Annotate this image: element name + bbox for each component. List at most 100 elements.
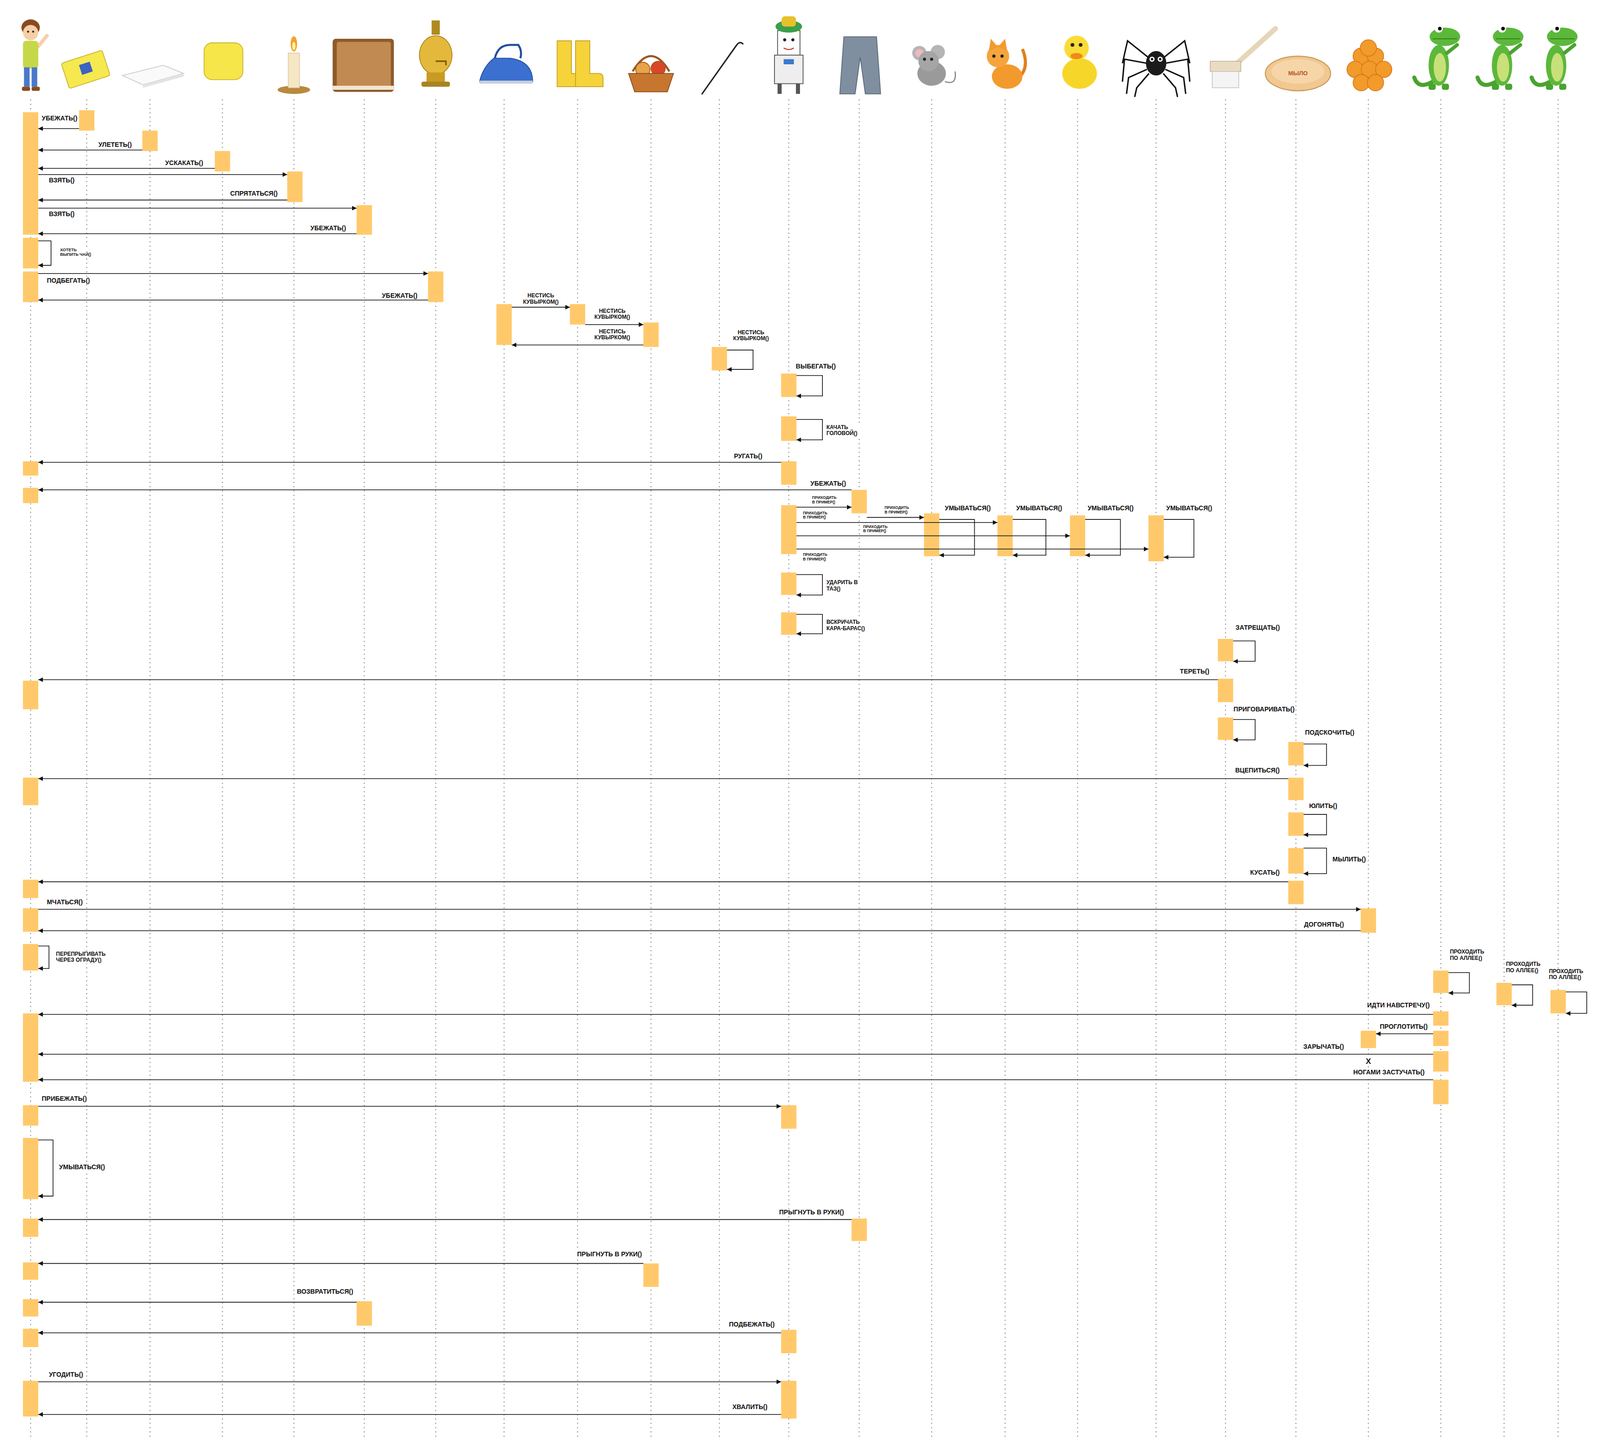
lifeline: [1440, 99, 1442, 1439]
message-label: УДАРИТЬ В ТАЗ(): [825, 579, 867, 593]
shape: [1062, 58, 1097, 89]
shape: [1555, 26, 1559, 31]
spider-icon: [1122, 41, 1190, 98]
shape: [1564, 44, 1575, 53]
lifeline: [930, 99, 932, 1439]
self-call-arrow: [796, 375, 823, 397]
activation-bar: [22, 879, 39, 899]
message-label: НОГАМИ ЗАСТУЧАТЬ(): [1352, 1069, 1426, 1077]
shape: [22, 25, 39, 41]
activation-bar: [1433, 1011, 1449, 1026]
iron-icon: [479, 44, 533, 84]
shape: [1210, 61, 1241, 72]
activation-bar: [22, 1299, 39, 1317]
self-call-arrow: [939, 519, 975, 556]
message-label: ПРОХОДИТЬ ПО АЛЛЕЕ(): [1505, 961, 1549, 974]
activation-bar: [1433, 1030, 1449, 1047]
self-call-arrow: [796, 419, 823, 441]
lifeline: [1004, 99, 1006, 1439]
candle-icon: [277, 36, 311, 94]
shape: [1477, 77, 1497, 85]
message-arrow: [38, 778, 1289, 780]
self-call-arrow: [1511, 985, 1533, 1006]
message-label: ЗАТРЕЩАТЬ(): [1234, 624, 1281, 632]
soap-icon: [1265, 56, 1331, 91]
shape: [774, 55, 804, 84]
lifeline: [788, 99, 790, 1439]
activation-bar: [496, 304, 512, 346]
activation-bar: [22, 777, 39, 806]
message-arrow: [796, 506, 852, 508]
boy-icon: [21, 19, 47, 92]
shape: [292, 41, 296, 51]
message-label: НЕСТИСЬ КУВЫРКОМ(): [727, 329, 775, 343]
shape: [1078, 42, 1083, 47]
message-arrow: [38, 233, 357, 235]
shape: [1149, 56, 1155, 62]
shape: [1438, 26, 1442, 31]
message-label: ВОЗВРАТИТЬСЯ(): [296, 1288, 354, 1296]
shape: [988, 38, 1008, 52]
shape: [781, 16, 796, 27]
self-call-arrow: [1303, 743, 1327, 766]
lifeline: [1295, 99, 1297, 1439]
shape: [945, 71, 956, 83]
message-arrow: [38, 1263, 644, 1265]
activations: [22, 110, 1566, 1419]
message-label: ПРИГОВАРИВАТЬ(): [1232, 706, 1296, 714]
message-arrow: [38, 1106, 782, 1107]
activation-bar: [1288, 848, 1304, 874]
message-label: ПРИХОДИТЬ В ПРИМЕР(): [801, 552, 831, 562]
message-label: РУГАТЬ(): [732, 452, 764, 461]
activation-bar: [22, 944, 39, 971]
shape: [929, 57, 934, 61]
lifeline: [363, 99, 365, 1439]
shape: [1428, 83, 1436, 90]
message-label: НЕСТИСЬ КУВЫРКОМ(): [588, 328, 636, 342]
message-label: УМЫВАТЬСЯ(): [1165, 504, 1214, 513]
activation-bar: [22, 1013, 39, 1082]
lifeline: [1076, 99, 1078, 1439]
shape: [1064, 35, 1089, 61]
message-label: ПЕРЕПРЫГИВАТЬ ЧЕРЕЗ ОГРАДУ(): [55, 951, 117, 964]
lifeline: [1557, 99, 1559, 1439]
self-call-arrow: [1012, 519, 1046, 556]
shape: [78, 61, 93, 75]
self-call-arrow: [1163, 519, 1195, 558]
message-arrow: [796, 548, 1149, 550]
message-label: ДОГОНЯТЬ(): [1303, 921, 1346, 929]
shape: [1501, 26, 1505, 31]
message-label: ВЗЯТЬ(): [47, 210, 76, 219]
message-label: УЛЕТЕТЬ(): [97, 141, 133, 149]
activation-bar: [356, 1301, 373, 1326]
shape: [1433, 52, 1446, 82]
message-label: УСКАКАТЬ(): [164, 159, 204, 167]
message-arrow: [796, 535, 1071, 537]
lifeline: [718, 99, 720, 1439]
shape: [21, 86, 31, 91]
message-arrow: [38, 273, 429, 275]
message-arrow: [38, 1014, 1434, 1016]
message-arrow: [38, 207, 357, 209]
lifeline: [576, 99, 578, 1439]
activation-bar: [22, 488, 39, 504]
shape: [332, 38, 394, 92]
lifeline: [650, 99, 652, 1439]
activation-bar: [22, 1262, 39, 1280]
brush-icon: [1210, 28, 1276, 89]
message-label: УГОДИТЬ(): [47, 1371, 84, 1379]
sheet-icon: [122, 65, 184, 88]
message-label: УБЕЖАТЬ(): [309, 224, 348, 233]
message-label: ПОДБЕЖАТЬ(): [727, 1321, 776, 1329]
self-call-arrow: [1565, 992, 1587, 1014]
activation-bar: [1148, 515, 1164, 562]
shape: [122, 65, 184, 85]
activation-bar: [781, 373, 797, 397]
shape: [421, 81, 451, 87]
message-label: ПОДБЕГАТЬ(): [46, 277, 92, 285]
message-arrow: [38, 1414, 782, 1416]
message-arrow: [38, 909, 1361, 910]
message-arrow: [38, 1219, 852, 1221]
shape: [142, 73, 184, 88]
lifeline: [221, 99, 223, 1439]
